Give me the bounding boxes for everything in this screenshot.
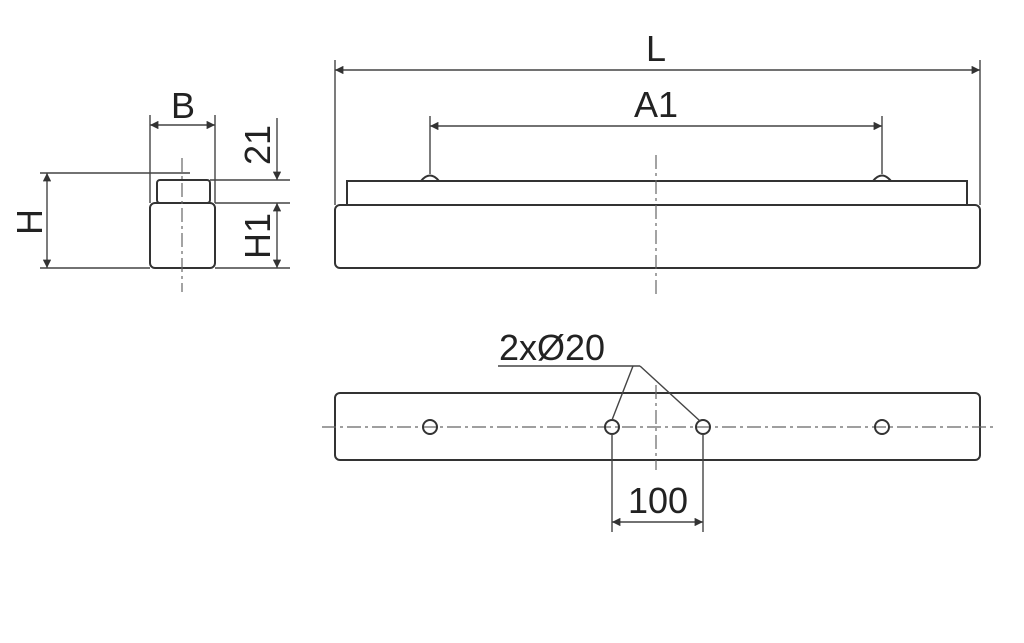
front-plate xyxy=(346,180,968,206)
front-view: L A1 xyxy=(334,28,981,295)
mount-stud-right xyxy=(872,174,892,182)
label-a1: A1 xyxy=(634,84,678,125)
label-100: 100 xyxy=(628,480,688,521)
leader-line-left xyxy=(611,365,634,421)
leader-line-right xyxy=(639,365,701,422)
label-h1: H1 xyxy=(237,213,278,259)
label-holes: 2xØ20 xyxy=(499,327,605,368)
hole-outer-left xyxy=(422,419,438,435)
mount-stud-left xyxy=(420,174,440,182)
label-l: L xyxy=(646,28,666,69)
label-h: H xyxy=(9,209,50,235)
label-21: 21 xyxy=(237,125,278,165)
hole-outer-right xyxy=(874,419,890,435)
label-b: B xyxy=(171,85,195,126)
front-body xyxy=(334,204,981,269)
side-view: H B 21 H1 xyxy=(9,85,290,292)
bottom-view: 2xØ20 100 xyxy=(322,327,994,532)
side-cap xyxy=(156,179,211,204)
